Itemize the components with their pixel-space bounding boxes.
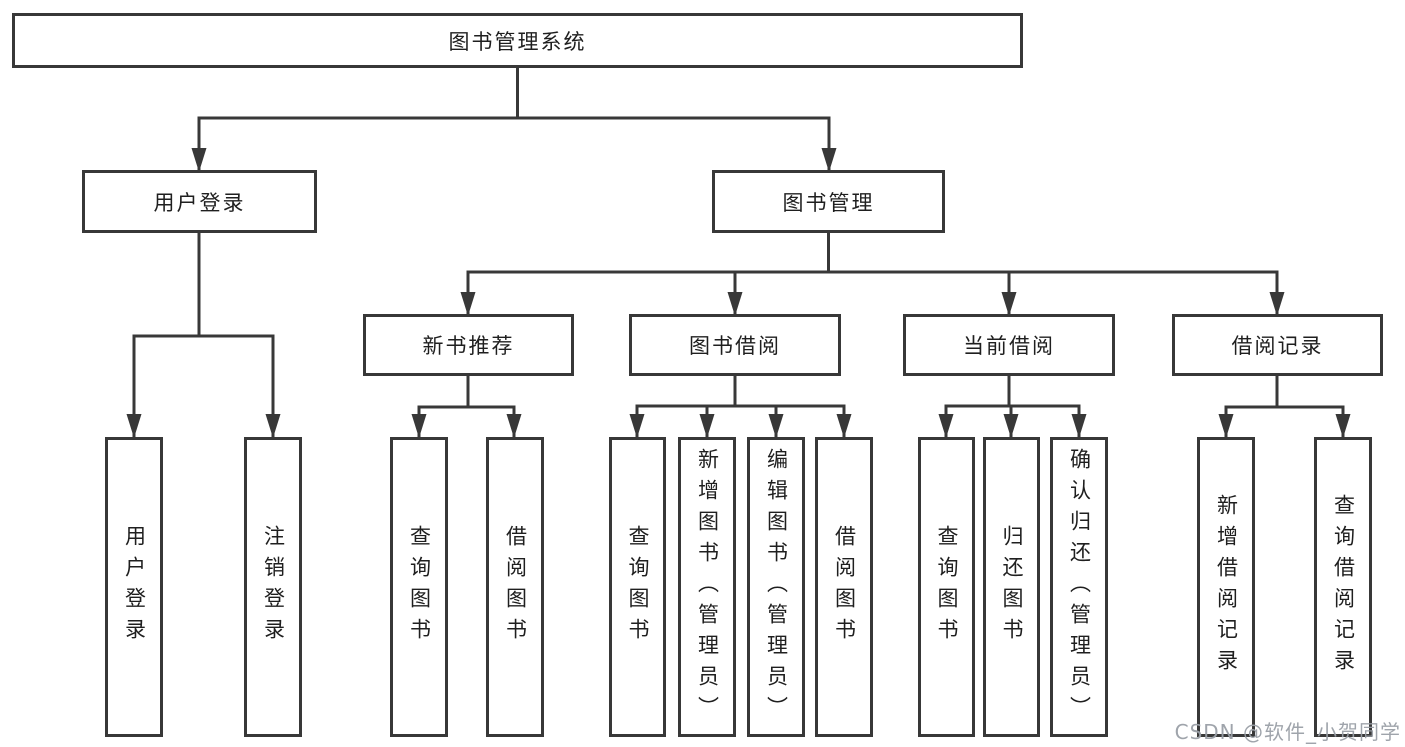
leaf-borrow-add-book-admin: 新增图书（管理员）: [678, 437, 736, 737]
leaf-records-query-record: 查询借阅记录: [1314, 437, 1372, 737]
leaf-current-confirm-return-admin: 确认归还（管理员）: [1050, 437, 1108, 737]
leaf-records-add-record: 新增借阅记录: [1197, 437, 1255, 737]
csdn-watermark: CSDN @软件_小贺同学: [1174, 720, 1401, 744]
leaf-current-return-book: 归还图书: [983, 437, 1040, 737]
node-label: 借阅图书: [503, 525, 528, 649]
node-label: 新增图书（管理员）: [695, 447, 720, 727]
leaf-recommend-query-book: 查询图书: [390, 437, 448, 737]
node-label: 查询图书: [935, 525, 959, 649]
node-label: 查询借阅记录: [1331, 494, 1356, 680]
leaf-user-login: 用户登录: [105, 437, 163, 737]
node-label: 图书管理: [782, 190, 875, 215]
node-new-book-recommend: 新书推荐: [363, 314, 574, 376]
leaf-recommend-borrow-book: 借阅图书: [486, 437, 544, 737]
leaf-borrow-query-book: 查询图书: [609, 437, 666, 737]
node-label: 新书推荐: [422, 334, 515, 358]
node-user-login: 用户登录: [82, 170, 317, 233]
node-book-borrow: 图书借阅: [629, 314, 841, 376]
node-label: 查询图书: [626, 525, 650, 649]
node-label: 借阅图书: [832, 525, 857, 649]
node-label: 图书借阅: [689, 334, 781, 358]
node-label: 归还图书: [1000, 525, 1024, 649]
node-current-borrow: 当前借阅: [903, 314, 1115, 376]
node-label: 编辑图书（管理员）: [764, 447, 789, 727]
node-label: 借阅记录: [1231, 334, 1324, 358]
leaf-current-query-book: 查询图书: [918, 437, 975, 737]
node-label: 用户登录: [122, 525, 147, 649]
node-borrow-records: 借阅记录: [1172, 314, 1383, 376]
node-library-management-system: 图书管理系统: [12, 13, 1023, 68]
node-label: 当前借阅: [963, 334, 1055, 358]
node-label: 查询图书: [407, 525, 432, 649]
leaf-logout-login: 注销登录: [244, 437, 302, 737]
node-label: 确认归还（管理员）: [1067, 447, 1092, 727]
node-book-management: 图书管理: [712, 170, 945, 233]
node-label: 新增借阅记录: [1214, 494, 1239, 680]
leaf-borrow-edit-book-admin: 编辑图书（管理员）: [747, 437, 805, 737]
node-label: 注销登录: [261, 525, 286, 649]
leaf-borrow-borrow-book: 借阅图书: [815, 437, 873, 737]
node-label: 图书管理系统: [448, 29, 587, 54]
node-label: 用户登录: [153, 190, 246, 215]
